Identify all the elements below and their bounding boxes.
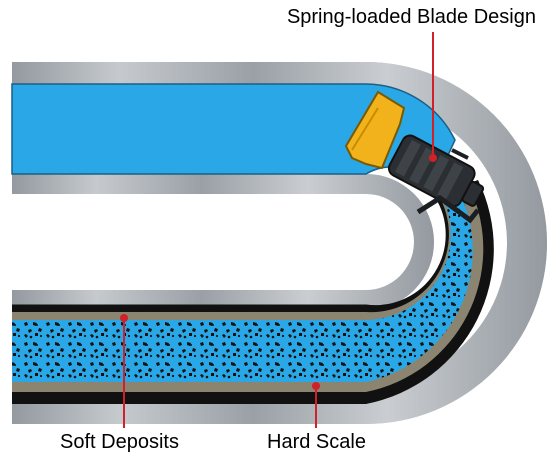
pipe-inner-shell [12,174,434,310]
spring-loaded-cleaning-tool-icon [344,90,485,224]
hard-scale-leader [312,382,320,428]
blade-label: Spring-loaded Blade Design [286,6,536,28]
blade [344,90,406,170]
hard-scale-inner-line [12,195,449,309]
soft-deposits-label: Soft Deposits [60,431,179,453]
blade-leader [429,32,437,162]
hard-scale-label: Hard Scale [267,431,366,453]
pipe-inner-shell [12,174,434,310]
soft-deposits-leader [120,314,128,428]
deposit-fill [12,198,473,382]
